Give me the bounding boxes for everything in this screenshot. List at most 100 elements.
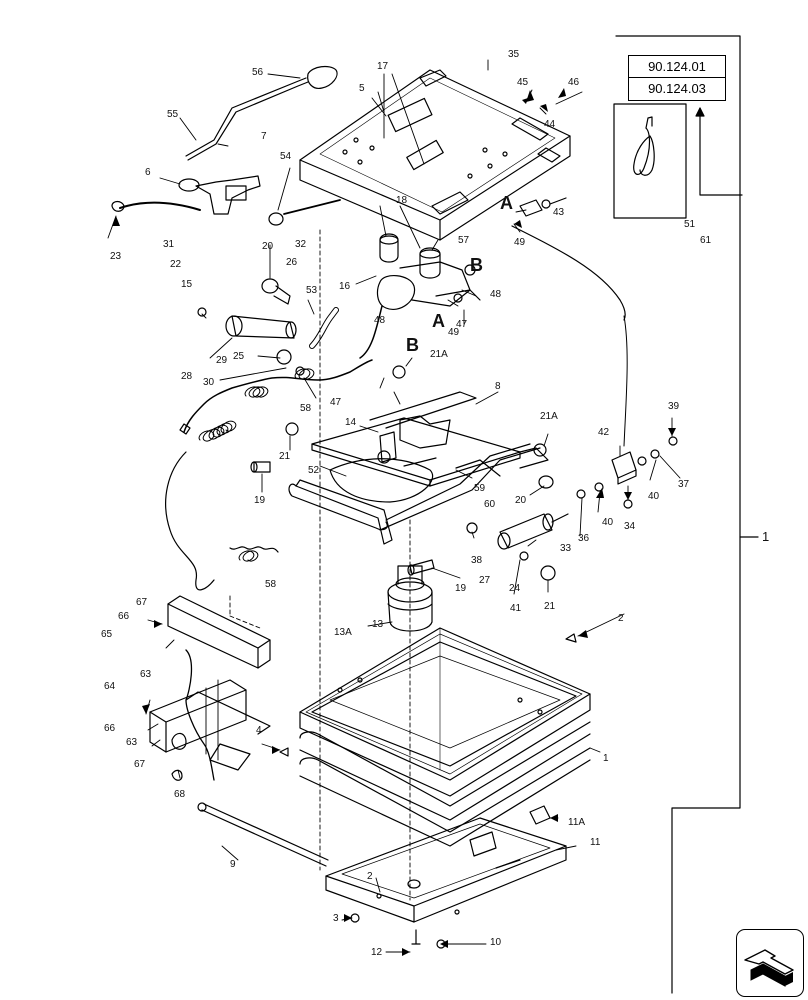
callout-26: 26 [286, 257, 298, 268]
callout-63: 63 [140, 669, 152, 680]
callout-25: 25 [233, 351, 245, 362]
callout-54: 54 [280, 151, 292, 162]
callout-68: 68 [174, 789, 186, 800]
tag-a-1: A [500, 193, 513, 213]
callout-32: 32 [295, 239, 307, 250]
callout-24: 24 [509, 583, 521, 594]
callout-34: 34 [624, 521, 636, 532]
callout-58: 58 [300, 403, 312, 414]
callout-21: 21 [279, 451, 291, 462]
callout-65: 65 [101, 629, 113, 640]
bellows-frames [299, 627, 591, 847]
callout-59: 59 [474, 483, 486, 494]
callout-14: 14 [345, 417, 357, 428]
callout-1: 1 [762, 529, 770, 544]
pins-bushings [250, 365, 678, 581]
callout-2: 2 [618, 613, 624, 624]
callout-66: 66 [118, 611, 130, 622]
ref-connector [699, 107, 743, 196]
valve-assembly [111, 175, 261, 215]
callout-30: 30 [203, 377, 215, 388]
callout-48: 48 [490, 289, 502, 300]
callout-1b: 1 [603, 753, 609, 764]
callout-29: 29 [216, 355, 228, 366]
callout-35: 35 [508, 49, 520, 60]
height-lever [185, 65, 338, 161]
callout-frame-line [615, 35, 741, 994]
callout-2b: 2 [367, 871, 373, 882]
callout-11a: 11A [568, 817, 586, 828]
callout-16: 16 [339, 281, 351, 292]
reference-link-1[interactable]: 90.124.01 [629, 56, 725, 78]
height-knob-assembly [197, 307, 297, 339]
callout-39: 39 [668, 401, 680, 412]
seat-slide-assembly [149, 595, 271, 781]
callout-13: 13 [372, 619, 384, 630]
callout-48b: 48 [374, 315, 386, 326]
callout-46: 46 [568, 77, 580, 88]
callout-8: 8 [495, 381, 501, 392]
hose-53-inner [310, 308, 338, 348]
callout-51: 51 [684, 219, 696, 230]
air-valve-48 [359, 261, 481, 359]
callout-38: 38 [471, 555, 483, 566]
callout-19b: 19 [455, 583, 467, 594]
screw-2 [565, 633, 577, 643]
seal-54 [268, 199, 341, 226]
callout-36: 36 [578, 533, 590, 544]
callout-15: 15 [181, 279, 193, 290]
tag-b-2: B [406, 335, 419, 355]
fuse-11a [529, 805, 551, 825]
base-plate [325, 817, 567, 949]
inset-box [613, 103, 687, 219]
rod-9 [197, 802, 329, 867]
bump-stops [379, 233, 441, 279]
callout-7: 7 [261, 131, 267, 142]
callout-67b: 67 [134, 759, 146, 770]
arrow-next-icon [744, 949, 794, 987]
callout-33: 33 [560, 543, 572, 554]
callout-12: 12 [371, 947, 383, 958]
callout-28: 28 [181, 371, 193, 382]
callout-11: 11 [590, 837, 601, 848]
callout-6: 6 [145, 167, 151, 178]
callout-9: 9 [230, 859, 236, 870]
callout-37: 37 [678, 479, 690, 490]
callout-53: 53 [306, 285, 318, 296]
callout-57: 57 [458, 235, 470, 246]
callout-61: 61 [700, 235, 712, 246]
callout-56: 56 [252, 67, 264, 78]
callout-22: 22 [170, 259, 182, 270]
callout-40: 40 [648, 491, 660, 502]
callout-66b: 66 [104, 723, 116, 734]
reference-link-2[interactable]: 90.124.03 [648, 81, 706, 96]
callout-49b: 49 [448, 327, 460, 338]
leader-lines [107, 59, 681, 953]
next-page-button[interactable] [736, 929, 804, 997]
callout-58b: 58 [265, 579, 277, 590]
bracket-42 [611, 315, 637, 485]
top-mounting-plate [299, 69, 571, 241]
shock-absorber [497, 513, 569, 550]
callout-49: 49 [514, 237, 526, 248]
callout-21b: 21 [544, 601, 556, 612]
callout-20b: 20 [515, 495, 527, 506]
callout-21a: 21A [430, 349, 448, 360]
callout-20: 20 [262, 241, 274, 252]
callout-41: 41 [510, 603, 522, 614]
coiled-cable-58 [165, 359, 373, 591]
callout-27: 27 [479, 575, 491, 586]
callout-10: 10 [490, 937, 502, 948]
callout-3: 3 [333, 913, 339, 924]
callout-21a-b: 21A [540, 411, 558, 422]
callout-47b: 47 [330, 397, 342, 408]
arrowheads [112, 88, 676, 956]
callout-45: 45 [517, 77, 529, 88]
callout-42: 42 [598, 427, 610, 438]
callout-55: 55 [167, 109, 179, 120]
tag-a-2: A [432, 311, 445, 331]
callout-19: 19 [254, 495, 266, 506]
callout-5: 5 [359, 83, 365, 94]
